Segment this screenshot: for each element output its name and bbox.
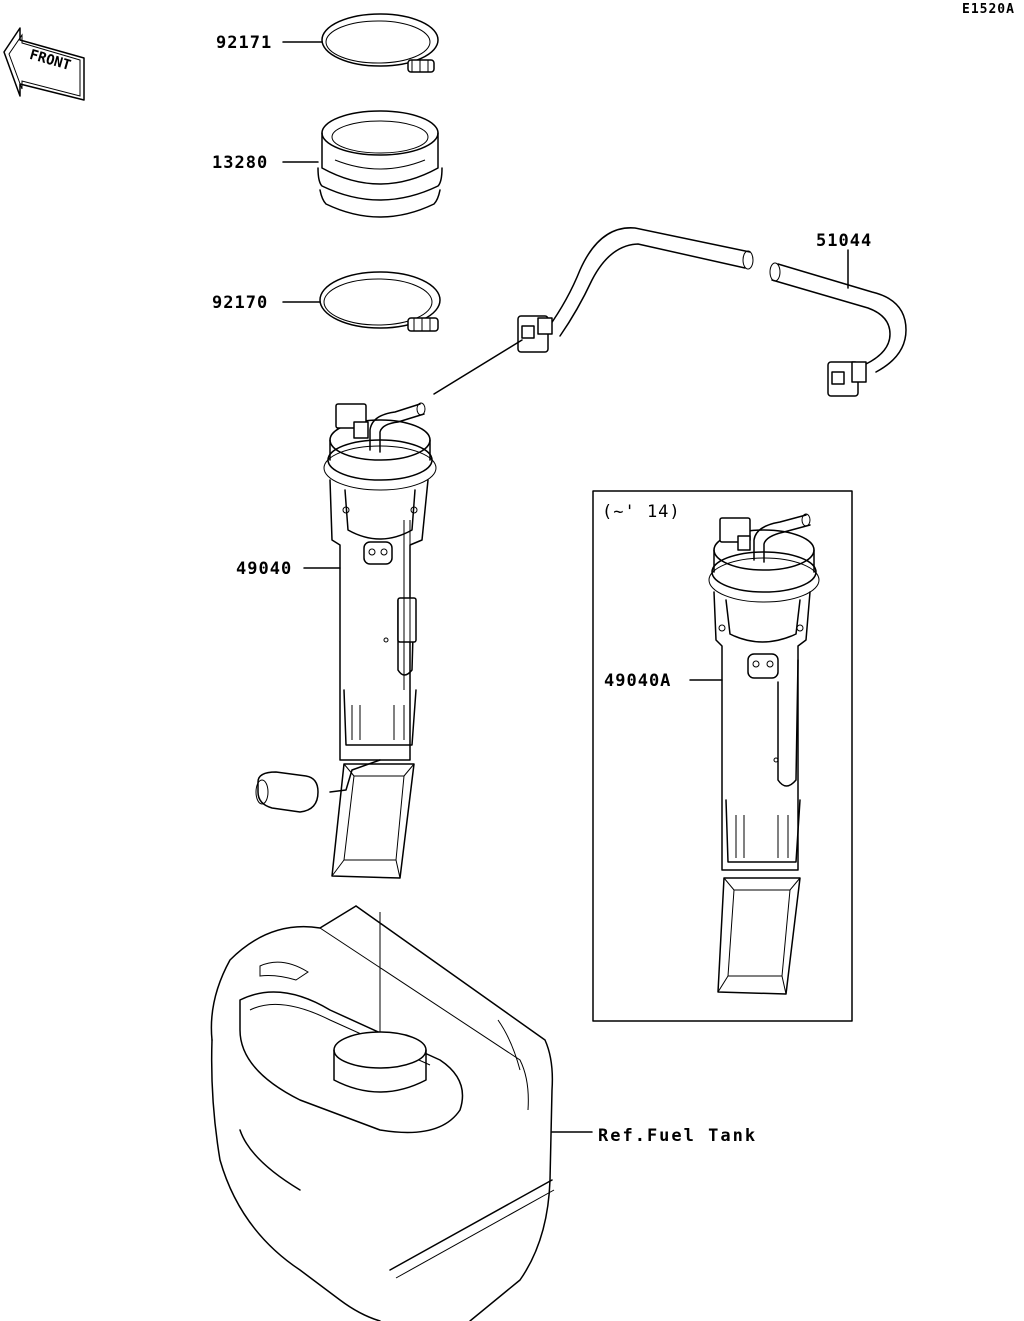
inset-box xyxy=(592,490,853,1022)
grommet-13280 xyxy=(317,110,443,218)
label-49040a: 49040A xyxy=(604,671,672,691)
fuel-pump-49040a xyxy=(708,513,820,995)
inset-note: (~' 14) xyxy=(602,502,681,522)
label-49040: 49040 xyxy=(236,559,293,579)
diagram-code: E1520A xyxy=(962,2,1015,17)
label-13280: 13280 xyxy=(212,153,269,173)
label-92170: 92170 xyxy=(212,293,269,313)
label-92171: 92171 xyxy=(216,33,273,53)
label-51044: 51044 xyxy=(816,231,873,251)
fuel-pump-49040 xyxy=(255,402,437,879)
label-fuel-tank: Ref.Fuel Tank xyxy=(598,1126,758,1146)
fuel-hose-51044 xyxy=(433,227,907,397)
fuel-tank xyxy=(210,905,593,1321)
clamp-92171 xyxy=(321,13,439,73)
front-arrow-icon: FRONT xyxy=(3,27,85,101)
clamp-92170 xyxy=(319,271,441,332)
